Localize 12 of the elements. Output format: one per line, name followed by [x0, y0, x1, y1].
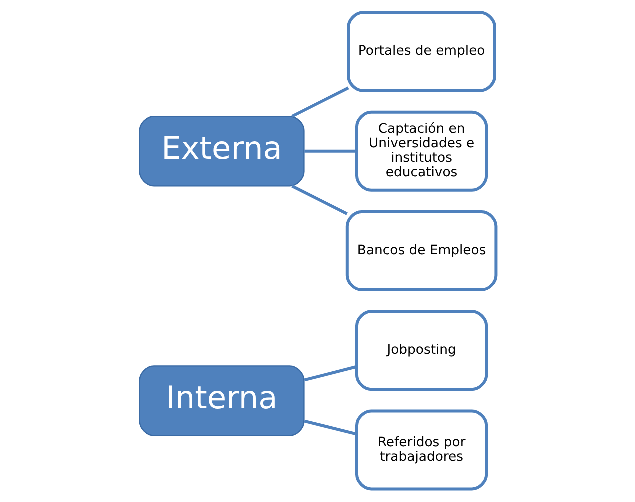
connector: [291, 184, 348, 216]
node-box: Bancos de Empleos: [345, 210, 498, 292]
connector: [304, 420, 357, 436]
node-box: Referidos por trabajadores: [355, 410, 488, 491]
node-box: Captación en Universidades e institutos educativos: [355, 110, 488, 192]
node-box: Interna: [138, 366, 304, 436]
node-box: Jobposting: [355, 310, 488, 392]
connector: [291, 86, 349, 118]
connector: [304, 365, 357, 382]
node-box: Portales de empleo: [346, 11, 496, 92]
connector: [304, 150, 356, 153]
node-box: Externa: [138, 116, 304, 187]
